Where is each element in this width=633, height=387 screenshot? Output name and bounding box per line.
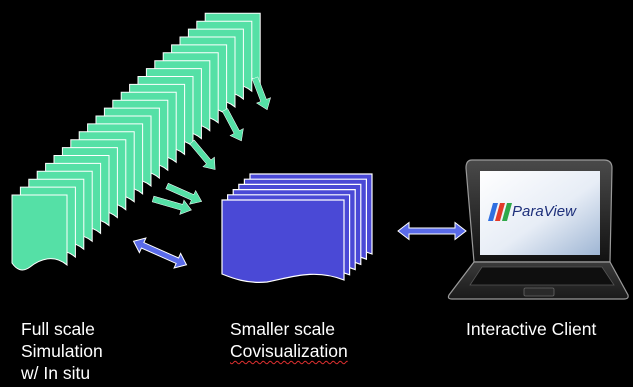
covisualization-caption: Smaller scale Covisualization [230,318,348,362]
simulation-caption-line-2: Simulation [21,341,103,361]
client-caption: Interactive Client [466,318,596,340]
simulation-caption-line-1: Full scale [21,319,95,339]
laptop-client: ParaView [447,159,629,300]
covisualization-caption-line-2: Covisualization [230,341,348,361]
flow-arrow-5 [151,195,192,215]
client-caption-line-1: Interactive Client [466,319,597,339]
covis-client-exchange-arrow [397,221,467,241]
paraview-logo-text: ParaView [512,203,577,220]
paraview-logo-mark [488,203,512,221]
flow-arrow-4 [165,182,203,205]
paraview-logo-bar [488,203,498,221]
flow-arrow-2 [222,108,244,142]
simulation-caption-line-3: w/ In situ [21,363,91,383]
simulation-page [11,194,68,271]
covisualization-page-stack [221,173,373,283]
paraview-logo: ParaView [488,203,577,221]
simulation-page-stack [11,12,261,271]
flow-arrow-3 [189,139,216,170]
laptop-keyboard [469,266,615,286]
laptop-trackpad [523,287,555,297]
paraview-logo-bar [495,203,505,221]
flow-arrow-1 [251,76,271,111]
sim-covis-exchange-arrow [132,237,188,269]
simulation-caption: Full scale Simulation w/ In situ [21,318,103,384]
flow-arrows [151,76,271,215]
covisualization-caption-line-1: Smaller scale [230,319,336,339]
covisualization-page [221,199,345,283]
paraview-logo-bar [502,203,512,221]
